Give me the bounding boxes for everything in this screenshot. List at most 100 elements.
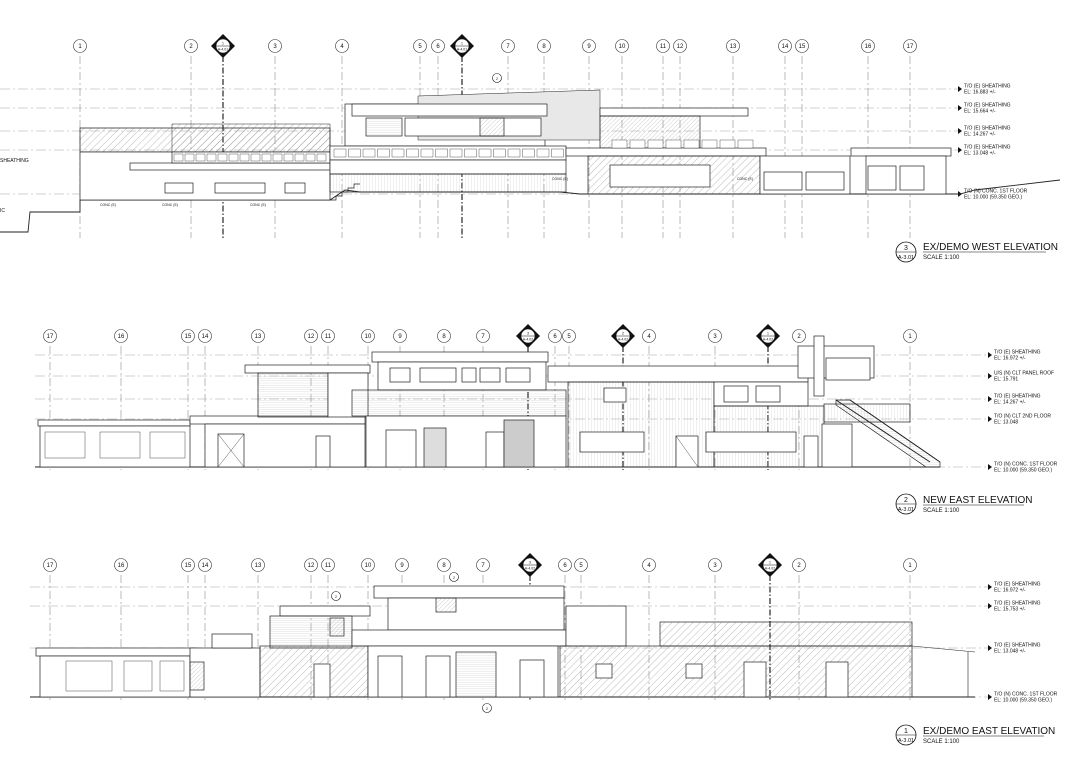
grid-label: 9 xyxy=(398,334,402,340)
section-sheet: A-4.02 xyxy=(763,338,773,342)
callout-bubble xyxy=(331,591,341,601)
section-number: 2 xyxy=(622,332,624,336)
west-window-row xyxy=(173,139,754,162)
callout-tag[interactable]: 2 xyxy=(331,591,341,601)
grid-bubble xyxy=(582,39,596,53)
grid-label: 10 xyxy=(365,334,372,340)
grid-label: 5 xyxy=(418,44,422,50)
west-title-number: 3 xyxy=(904,245,908,252)
west-elevation-title: 3 A-3.01 EX/DEMO WEST ELEVATION SCALE 1:… xyxy=(895,241,1058,263)
level-marker-icon xyxy=(988,464,992,470)
grid-label: 13 xyxy=(255,334,262,340)
grid-label: 9 xyxy=(400,563,404,569)
level-elevation: EL: 14.267 +/- xyxy=(994,400,1026,406)
window-pane xyxy=(391,148,405,158)
level-name: T/O (N) CLT 2ND FLOOR xyxy=(994,414,1051,420)
level-elevation: EL: 16.972 +/- xyxy=(994,356,1026,362)
grid-label: 11 xyxy=(660,44,667,50)
callout-tag[interactable]: 2 xyxy=(449,572,459,582)
west-building xyxy=(0,89,1061,233)
callout-tag[interactable]: 2 xyxy=(482,703,492,713)
window-pane xyxy=(377,148,390,158)
level-marker-icon xyxy=(958,105,962,111)
grid-label: 8 xyxy=(442,563,446,569)
grid-bubble xyxy=(656,39,670,53)
grid-label: 7 xyxy=(481,334,485,340)
grid-bubble xyxy=(43,558,57,572)
level-elevation: EL: 10.000 (59.350 GEO.) xyxy=(994,698,1052,704)
callout-number: 2 xyxy=(453,576,455,580)
grid-bubble xyxy=(198,329,212,343)
level-name: T/O (E) SHEATHING xyxy=(964,126,1011,132)
window-pane xyxy=(316,153,327,162)
grid-bubble xyxy=(792,558,806,572)
grid-bubble xyxy=(792,329,806,343)
window-pane xyxy=(701,139,718,149)
grid-label: 17 xyxy=(907,44,914,50)
material-tag: CONC (E) xyxy=(162,203,178,207)
level-elevation: EL: 13.048 +/- xyxy=(964,151,996,157)
grid-bubble xyxy=(431,39,445,53)
level-name: T/O (N) CONC. 1ST FLOOR xyxy=(964,189,1028,195)
grid-label: 1 xyxy=(78,44,82,50)
grid-bubble xyxy=(476,558,490,572)
new-east-title-sheet: A-3.01 xyxy=(898,507,914,513)
grid-bubble xyxy=(778,39,792,53)
callout-number: 2 xyxy=(335,595,337,599)
window-pane xyxy=(348,148,361,158)
section-number: 1 xyxy=(767,332,769,336)
grid-label: 14 xyxy=(202,563,209,569)
grid-bubble xyxy=(181,329,195,343)
grid-bubble xyxy=(361,329,375,343)
level-name: U/S (N) CLT PANEL ROOF xyxy=(994,371,1054,377)
window-pane xyxy=(435,148,448,158)
grid-label: 8 xyxy=(542,44,546,50)
grid-label: 2 xyxy=(797,334,801,340)
section-marker[interactable]: 1A-4.01 xyxy=(211,34,235,238)
window-pane xyxy=(406,148,419,158)
window-pane xyxy=(173,153,184,162)
east-title-number: 1 xyxy=(904,728,908,735)
grid-bubble xyxy=(615,39,629,53)
grid-label: 12 xyxy=(308,334,315,340)
grid-bubble xyxy=(114,558,128,572)
grid-label: 6 xyxy=(563,563,567,569)
grid-label: 3 xyxy=(713,334,717,340)
grid-bubble xyxy=(861,39,875,53)
grid-bubble xyxy=(642,329,656,343)
west-title-scale: SCALE 1:100 xyxy=(923,255,960,261)
new-east-title-scale: SCALE 1:100 xyxy=(923,508,960,514)
grid-label: 3 xyxy=(713,563,717,569)
grid-label: 17 xyxy=(47,334,54,340)
window-pane xyxy=(629,139,646,149)
grid-label: 13 xyxy=(255,563,262,569)
window-pane xyxy=(261,153,272,162)
grid-label: 6 xyxy=(553,334,557,340)
east-elevation-title: 1 A-3.01 EX/DEMO EAST ELEVATION SCALE 1:… xyxy=(895,724,1055,746)
grid-bubble xyxy=(114,329,128,343)
level-marker-icon xyxy=(988,694,992,700)
material-tag: CONC (E) xyxy=(250,203,266,207)
level-marker-icon xyxy=(988,584,992,590)
window-pane xyxy=(611,139,628,149)
section-number: 3 xyxy=(529,561,531,565)
section-marker[interactable]: 1A-4.01 xyxy=(450,34,474,238)
level-elevation: EL: 16.972 +/- xyxy=(994,588,1026,594)
grid-label: 1 xyxy=(908,563,912,569)
new-east-title-number: 2 xyxy=(904,497,908,504)
window-pane xyxy=(522,148,535,158)
new-east-elevation-title: 2 A-3.01 NEW EAST ELEVATION SCALE 1:100 xyxy=(895,493,1032,515)
grid-bubble xyxy=(251,558,265,572)
level-marker-icon xyxy=(988,352,992,358)
material-tag: CONC (E) xyxy=(100,203,116,207)
grid-bubble xyxy=(335,39,349,53)
grid-bubble xyxy=(43,329,57,343)
grid-label: 6 xyxy=(436,44,440,50)
grid-label: 8 xyxy=(442,334,446,340)
level-elevation: EL: 10.000 (59.350 GEO.) xyxy=(994,468,1052,474)
grid-bubble xyxy=(795,39,809,53)
grid-bubble xyxy=(673,39,687,53)
grid-bubble xyxy=(73,39,87,53)
callout-tag[interactable]: 2 xyxy=(492,73,502,83)
